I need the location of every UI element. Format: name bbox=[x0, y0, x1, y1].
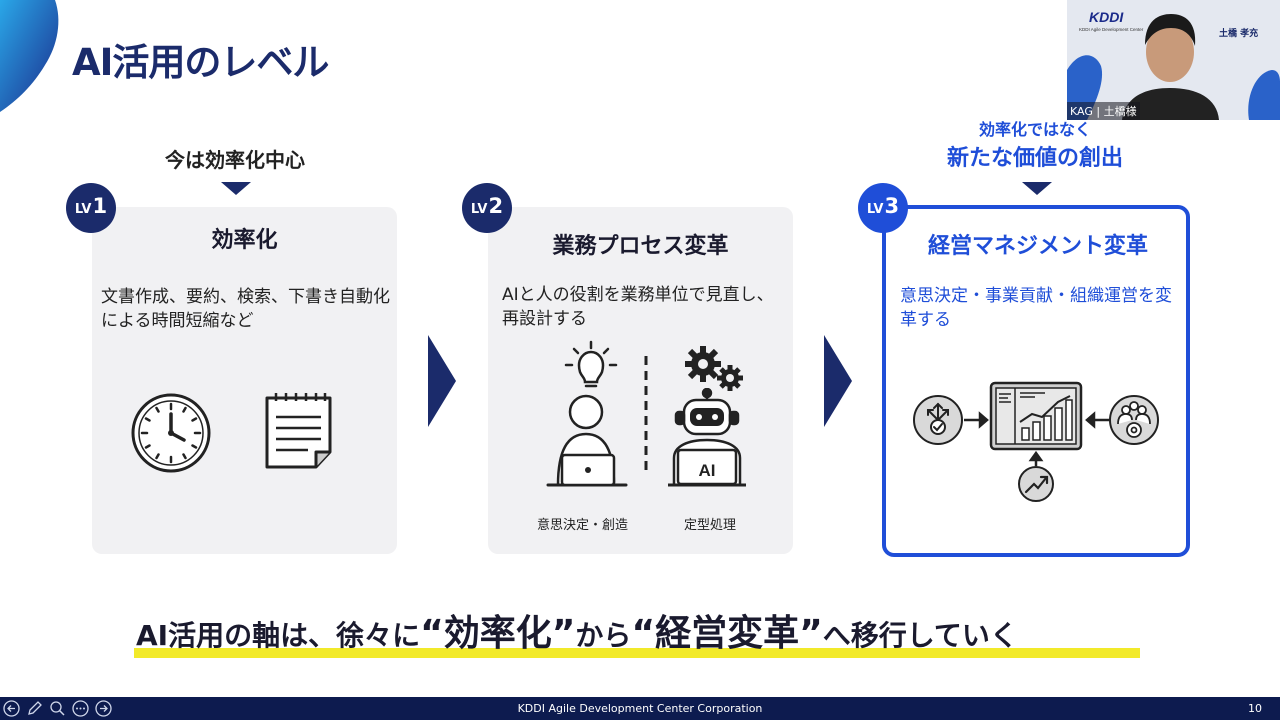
tagline: AI活用の軸は、徐々に“効率化”から“経営変革”へ移行していく bbox=[136, 604, 1146, 656]
clock-icon bbox=[131, 393, 211, 473]
lv3-badge-prefix: LV bbox=[866, 202, 884, 217]
caption-routine: 定型処理 bbox=[683, 518, 736, 533]
video-logo-sub: KDDI Agile Development Center bbox=[1079, 27, 1144, 32]
decision-icon bbox=[913, 395, 963, 445]
team-gear-icon bbox=[1109, 395, 1159, 445]
lv1-badge-prefix: LV bbox=[74, 202, 92, 217]
tagline-part3: へ移行していく bbox=[822, 619, 1018, 652]
footer-bar bbox=[0, 697, 1280, 720]
video-label: KAG | 土橋様 bbox=[1067, 102, 1140, 120]
divider-dashed bbox=[644, 356, 648, 472]
person-idea-icon bbox=[546, 340, 628, 487]
next-slide-icon[interactable] bbox=[95, 700, 112, 717]
gears-icon bbox=[685, 346, 743, 391]
zoom-icon[interactable] bbox=[49, 700, 66, 717]
lv1-header: 今は効率化中心 bbox=[165, 148, 305, 172]
corner-decoration bbox=[0, 0, 59, 112]
robot-screen-text: AI bbox=[699, 461, 716, 480]
lv2-title: 業務プロセス変革 bbox=[552, 234, 729, 259]
slide-title: AI活用のレベル bbox=[72, 41, 329, 84]
lv3-title: 経営マネジメント変革 bbox=[927, 234, 1148, 259]
growth-icon bbox=[1018, 466, 1054, 502]
arrow-lv1-to-lv2 bbox=[428, 335, 456, 427]
tagline-part2: から bbox=[575, 619, 632, 652]
lv3-badge-number: 3 bbox=[884, 194, 900, 218]
lv1-badge-number: 1 bbox=[92, 194, 108, 218]
lv1-title: 効率化 bbox=[211, 228, 278, 253]
tagline-quote-management: “経営変革” bbox=[631, 613, 823, 654]
video-speaker-name: 土橋 孝充 bbox=[1219, 27, 1258, 39]
lv3-diagram bbox=[913, 381, 1159, 502]
lv1-down-arrow bbox=[221, 182, 251, 195]
caption-decision: 意思決定・創造 bbox=[536, 518, 628, 533]
tagline-underline bbox=[134, 648, 1140, 658]
lv2-badge-prefix: LV bbox=[470, 202, 488, 217]
lv3-header-small: 効率化ではなく bbox=[978, 120, 1091, 139]
ai-robot-icon: AI bbox=[668, 388, 746, 487]
pen-icon[interactable] bbox=[26, 700, 43, 717]
more-options-icon[interactable] bbox=[72, 700, 89, 717]
lv3-down-arrow bbox=[1022, 182, 1052, 195]
tagline-quote-efficiency: “効率化” bbox=[420, 613, 576, 654]
page-number: 10 bbox=[1248, 702, 1262, 715]
lv1-description: 文書作成、要約、検索、下書き自動化による時間短縮など bbox=[101, 287, 390, 331]
speaker-video[interactable]: KDDI KDDI Agile Development Center 土橋 孝充 bbox=[1067, 0, 1280, 120]
footer-company: KDDI Agile Development Center Corporatio… bbox=[517, 702, 763, 715]
notepad-icon bbox=[265, 393, 332, 469]
tagline-part1: AI活用の軸は、徐々に bbox=[136, 619, 421, 652]
lv2-description: AIと人の役割を業務単位で見直し、再設計する bbox=[502, 285, 774, 329]
previous-slide-icon[interactable] bbox=[3, 700, 20, 717]
lv2-badge-number: 2 bbox=[488, 194, 504, 218]
lv3-description: 意思決定・事業貢献・組織運営を変革する bbox=[900, 286, 1172, 330]
lv3-header-big: 新たな価値の創出 bbox=[946, 146, 1123, 171]
video-logo: KDDI bbox=[1089, 9, 1124, 25]
dashboard-icon bbox=[989, 381, 1083, 451]
lv1-card bbox=[92, 207, 397, 554]
arrow-lv2-to-lv3 bbox=[824, 335, 852, 427]
